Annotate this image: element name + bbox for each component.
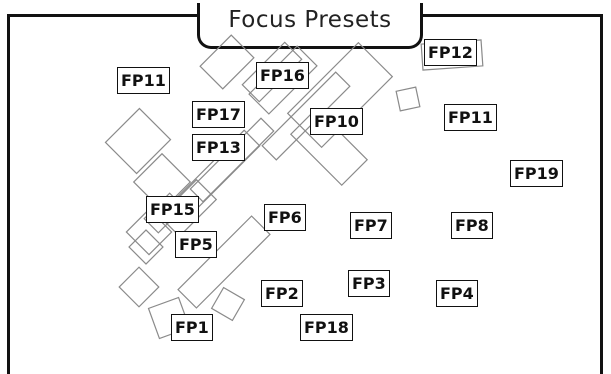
- preset-fp10[interactable]: FP10: [310, 108, 363, 135]
- preset-fp1[interactable]: FP1: [171, 314, 213, 341]
- preset-fp15[interactable]: FP15: [146, 196, 199, 223]
- preset-fp18[interactable]: FP18: [300, 314, 353, 341]
- preset-fp11b[interactable]: FP11: [444, 104, 497, 131]
- preset-fp6[interactable]: FP6: [264, 204, 306, 231]
- preset-fp16[interactable]: FP16: [256, 62, 309, 89]
- footprint-shape: [118, 266, 160, 308]
- footprint-shape: [104, 107, 172, 175]
- panel-title: Focus Presets: [197, 3, 423, 49]
- preset-fp19[interactable]: FP19: [510, 160, 563, 187]
- footprint-shape: [210, 286, 246, 322]
- footprint-shape: [199, 34, 255, 90]
- preset-fp5[interactable]: FP5: [175, 231, 217, 258]
- preset-fp4[interactable]: FP4: [436, 280, 478, 307]
- preset-fp13[interactable]: FP13: [192, 134, 245, 161]
- focus-presets-panel: Focus Presets: [7, 3, 603, 374]
- footprint-shape: [128, 229, 164, 265]
- footprint-shape: [395, 86, 421, 112]
- preset-fp2[interactable]: FP2: [261, 280, 303, 307]
- preset-fp3[interactable]: FP3: [348, 270, 390, 297]
- preset-fp17[interactable]: FP17: [192, 101, 245, 128]
- preset-fp11a[interactable]: FP11: [117, 67, 170, 94]
- preset-fp12[interactable]: FP12: [424, 39, 477, 66]
- footprint-shape: [177, 215, 271, 309]
- preset-fp7[interactable]: FP7: [350, 212, 392, 239]
- preset-fp8[interactable]: FP8: [451, 212, 493, 239]
